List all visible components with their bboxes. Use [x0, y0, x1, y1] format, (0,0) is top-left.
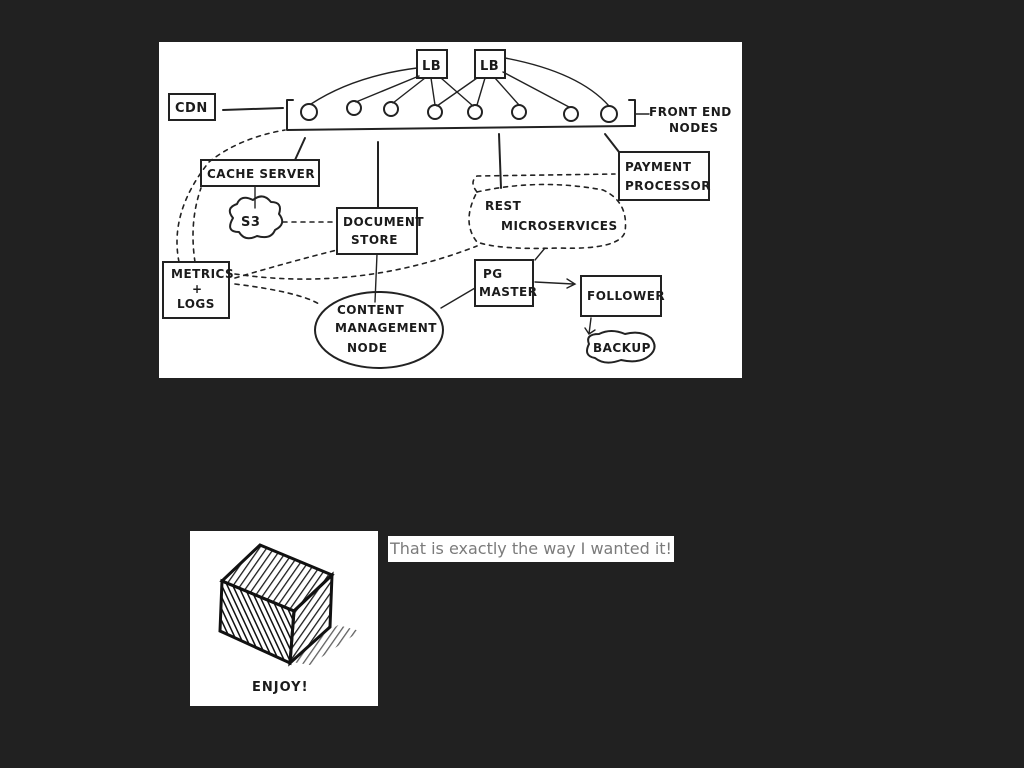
backup-cloud	[586, 330, 656, 364]
cube-sketch-label: ENJOY!	[252, 680, 309, 695]
pg-follower-arrow	[534, 278, 577, 289]
pg-label-2: MASTER	[479, 285, 538, 299]
cube-side-face	[288, 571, 334, 667]
follower-box	[580, 275, 662, 317]
lb-connections	[310, 57, 610, 108]
payment-label-1: PAYMENT	[625, 160, 692, 174]
cms-node-ellipse	[314, 291, 444, 369]
rest-payment-dashed	[472, 173, 616, 193]
rest-label-2: MICROSERVICES	[501, 219, 618, 233]
rest-label-1: REST	[485, 199, 522, 213]
lb-box-1	[416, 49, 448, 79]
document-store-label-1: DOCUMENT	[343, 215, 424, 229]
metrics-label-1: METRICS	[171, 267, 234, 281]
caption-text: That is exactly the way I wanted it!	[388, 536, 674, 562]
payment-processor-box	[618, 151, 710, 201]
cms-label-3: NODE	[347, 341, 387, 355]
lb-label-1: LB	[422, 59, 441, 74]
cube-shadow	[286, 625, 360, 665]
pg-label-1: PG	[483, 267, 503, 281]
rest-pg-link	[534, 247, 546, 261]
cube-sketch-image: ENJOY!	[190, 531, 378, 706]
cdn-link	[222, 107, 284, 111]
metrics-label-2: +	[192, 282, 203, 296]
cdn-label: CDN	[175, 101, 208, 116]
metrics-dashed-links	[176, 129, 478, 305]
follower-label: FOLLOWER	[587, 289, 665, 303]
cache-server-box	[200, 159, 320, 187]
pg-cms-link	[440, 287, 476, 309]
follower-backup-arrow	[584, 317, 596, 335]
s3-label: S3	[241, 215, 260, 230]
front-end-node-circles	[300, 100, 618, 123]
payment-link	[604, 133, 620, 153]
rest-microservices-blob	[468, 183, 627, 250]
metrics-logs-box	[162, 261, 230, 319]
cms-label-1: CONTENT	[337, 303, 404, 317]
pg-master-box	[474, 259, 534, 307]
document-store-label-2: STORE	[351, 233, 398, 247]
front-end-label-1: FRONT END	[649, 105, 732, 119]
lb-box-2	[474, 49, 506, 79]
payment-label-2: PROCESSOR	[625, 179, 711, 193]
rest-link	[498, 133, 502, 189]
backup-label: BACKUP	[593, 341, 651, 355]
metrics-label-3: LOGS	[177, 297, 215, 311]
architecture-sketch: LB LB CDN FRONT END NODES CACHE SERVER S…	[162, 49, 732, 369]
cms-label-2: MANAGEMENT	[335, 321, 437, 335]
architecture-diagram: LB LB CDN FRONT END NODES CACHE SERVER S…	[159, 42, 742, 378]
lb-label-2: LB	[480, 59, 499, 74]
s3-cloud	[228, 195, 284, 240]
docstore-cms-link	[374, 253, 378, 303]
document-store-box	[336, 207, 418, 255]
cdn-box	[168, 93, 216, 121]
cube-sketch: ENJOY!	[218, 543, 360, 695]
front-end-label-2: NODES	[669, 121, 719, 135]
cache-server-label: CACHE SERVER	[207, 167, 315, 181]
front-end-bar	[286, 99, 636, 131]
cache-link	[294, 137, 306, 161]
